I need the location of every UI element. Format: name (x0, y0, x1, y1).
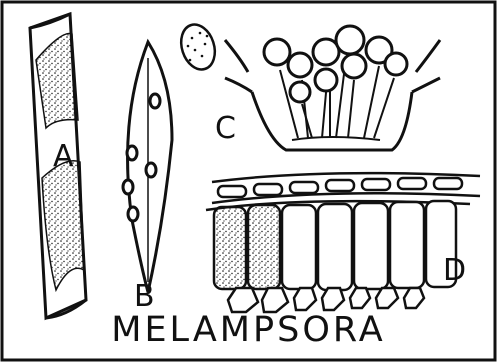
figure-d-telia (206, 173, 480, 312)
leaf-spot (128, 207, 138, 221)
figure-b-leaf (123, 42, 172, 292)
teliospore (282, 205, 316, 289)
teliospore (354, 203, 388, 289)
teliospore-stippled (248, 205, 280, 289)
teliospore-stippled (214, 207, 246, 289)
figure-label-d: D (443, 256, 466, 286)
teliospore (318, 204, 352, 290)
leaf-spot (150, 94, 160, 108)
leaf-spot (123, 180, 133, 194)
leaf-spot (127, 146, 137, 160)
figure-c-uredinium (225, 26, 440, 150)
genus-title: MELAMPSORA (0, 313, 497, 348)
teliospore (390, 202, 424, 288)
leaf-spot (146, 163, 156, 177)
figure-label-a: A (53, 142, 74, 172)
figure-c-spore (176, 20, 221, 74)
figure-label-b: B (134, 282, 155, 312)
figure-label-c: C (215, 114, 236, 144)
